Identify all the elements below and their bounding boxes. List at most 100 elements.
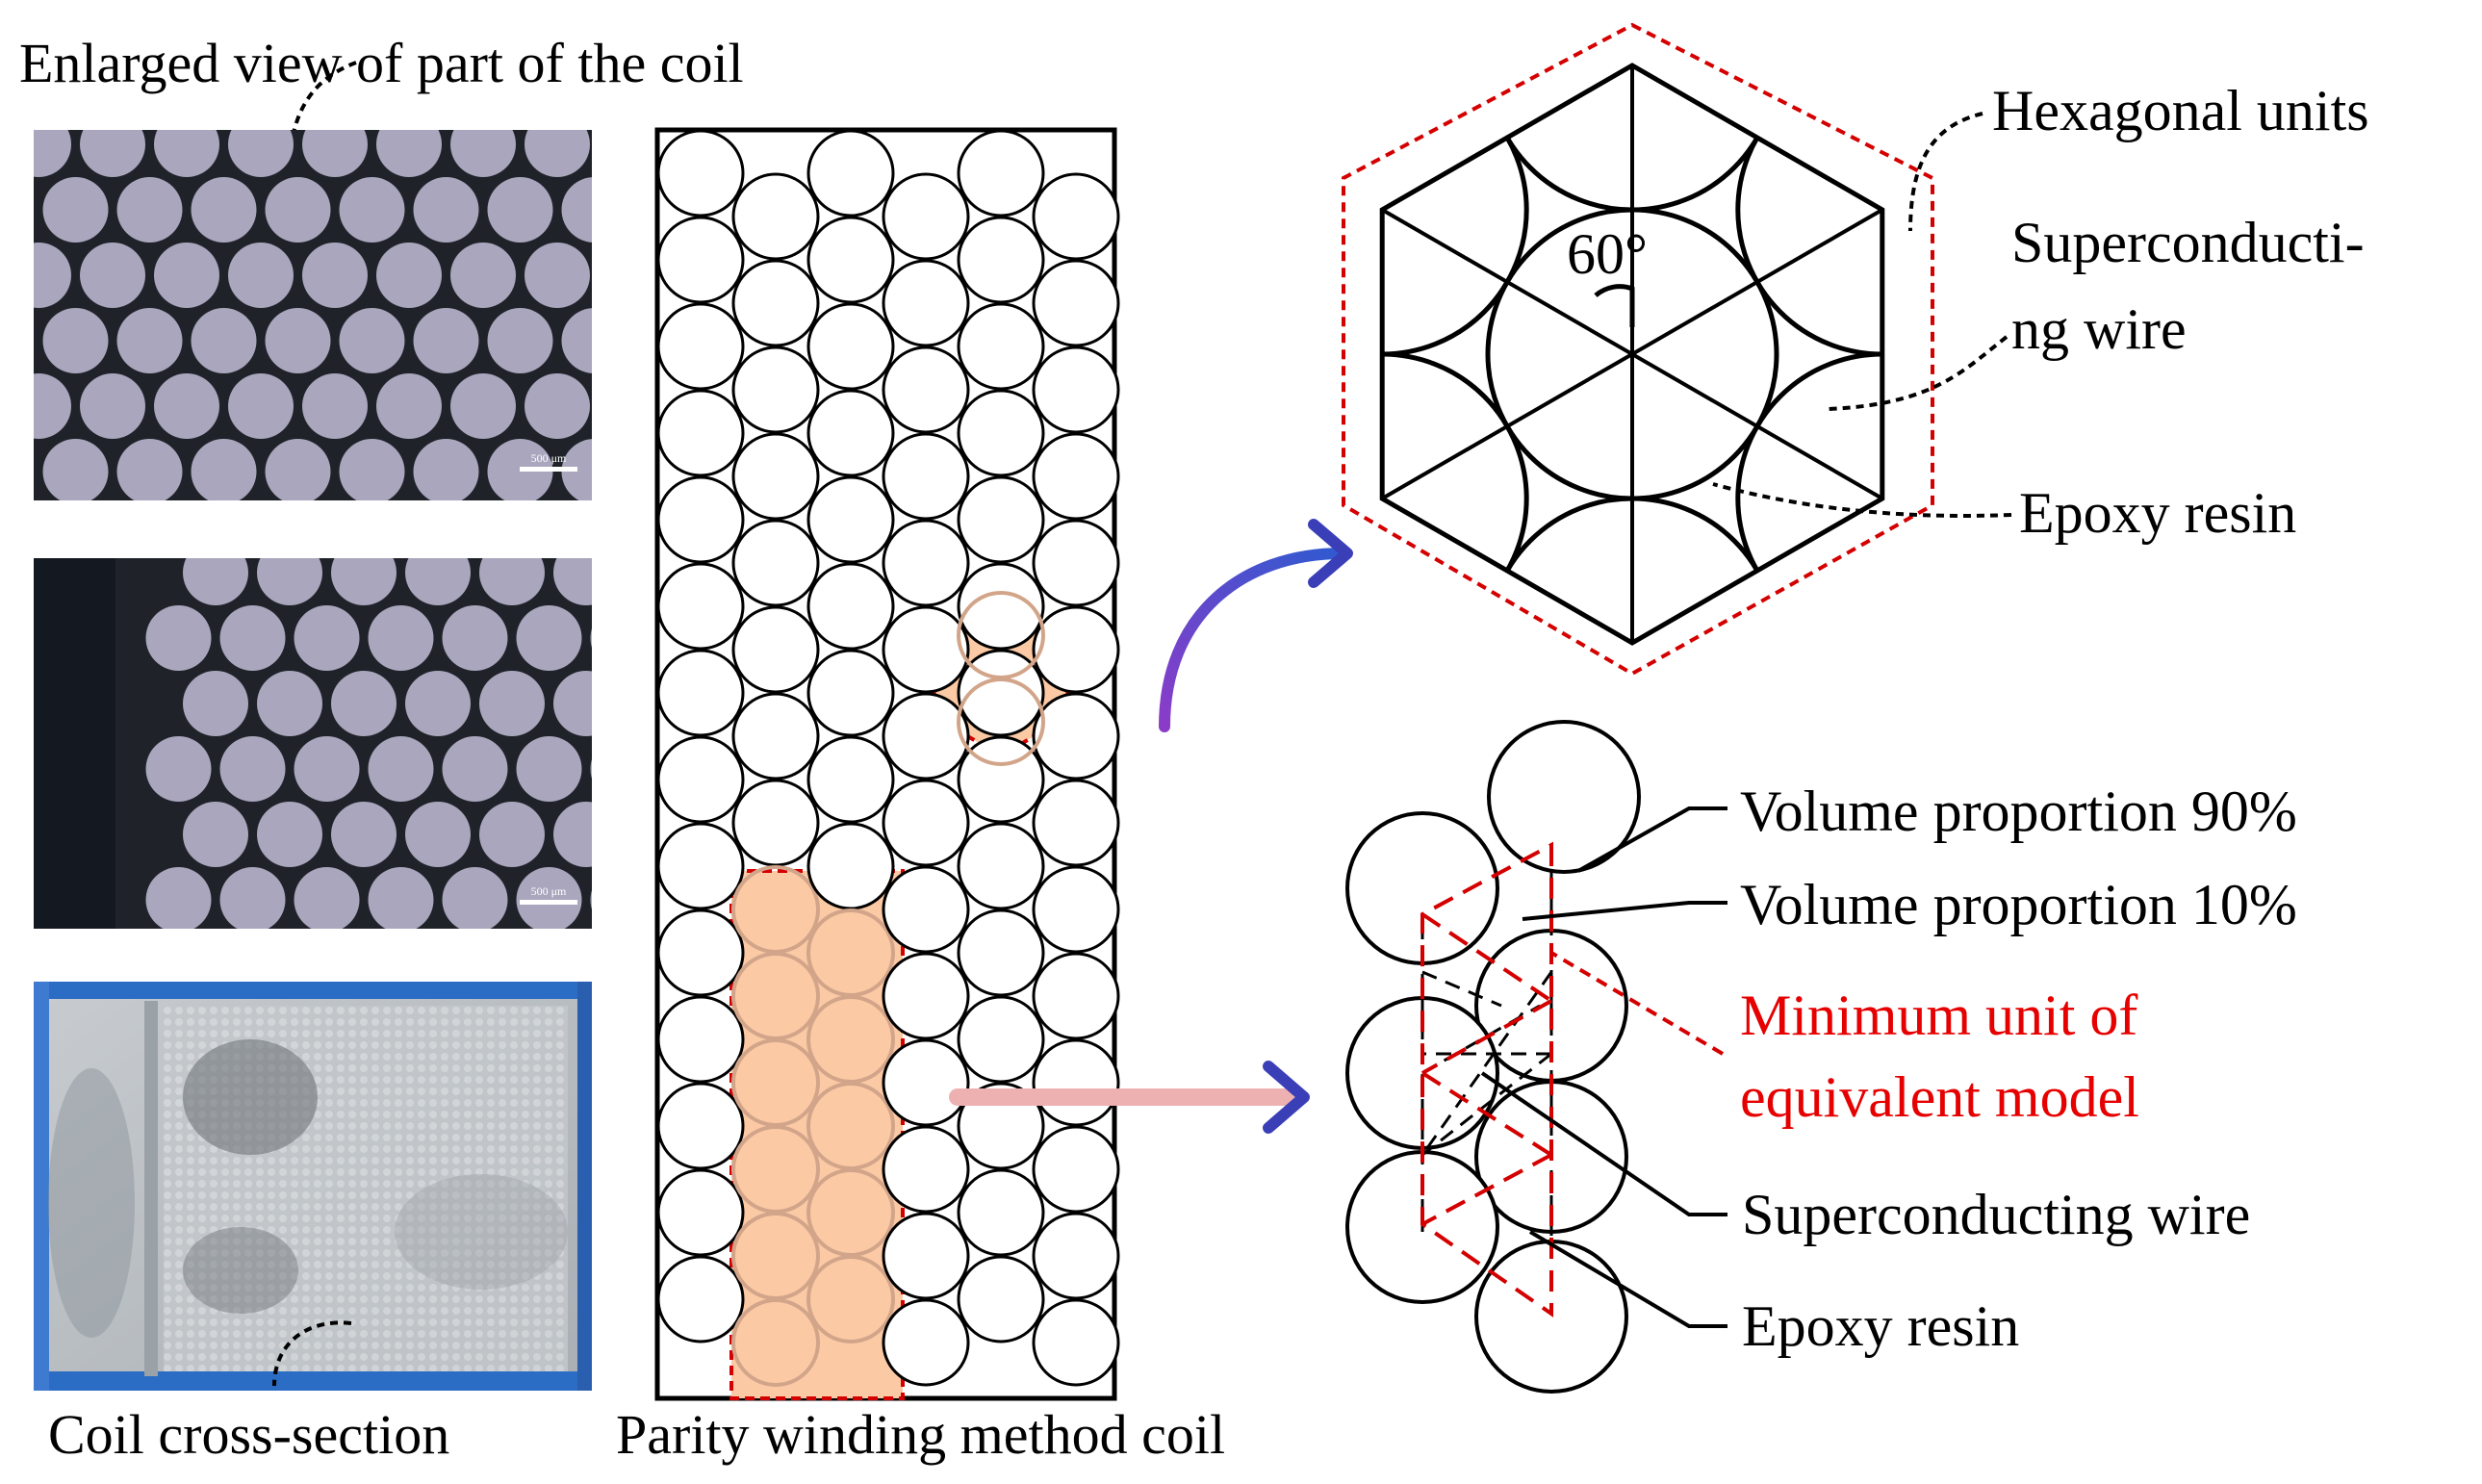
coil-wire xyxy=(731,259,820,347)
micro-wire xyxy=(590,890,592,909)
coil-wire xyxy=(656,475,745,564)
coil-wire xyxy=(731,519,820,607)
micro-wire xyxy=(294,867,360,929)
micro-wire xyxy=(183,802,248,867)
coil-wire xyxy=(1032,259,1120,347)
micro-wire xyxy=(487,177,553,243)
coil-wire xyxy=(957,216,1045,304)
micro-wire xyxy=(183,671,248,736)
micro-wire xyxy=(339,308,405,373)
parity-winding-coil xyxy=(654,127,1120,1401)
coil-wire xyxy=(957,822,1045,910)
micro-wire xyxy=(154,130,219,177)
coil-wire xyxy=(806,302,895,391)
micro-wire xyxy=(450,130,516,177)
sc-wire-label-bottom: Superconducting wire xyxy=(1742,1183,2250,1246)
micro-wire xyxy=(257,802,322,867)
volume-90-label: Volume proportion 90% xyxy=(1740,780,2297,843)
micro-wire xyxy=(302,243,368,308)
epoxy-label-bottom: Epoxy resin xyxy=(1742,1294,2019,1358)
micro-wire xyxy=(302,130,368,177)
micro-wire xyxy=(479,802,545,867)
micro-wire xyxy=(80,243,145,308)
coil-wire xyxy=(882,1125,970,1214)
volume-10-leader xyxy=(1522,901,1727,921)
coil-wire xyxy=(656,302,745,391)
coil-wire xyxy=(731,345,820,434)
hexagonal-unit: 60° xyxy=(1342,22,1934,677)
micro-wire xyxy=(479,671,545,736)
coil-wire xyxy=(731,172,820,261)
micro-wire xyxy=(265,177,331,243)
micro-wire xyxy=(116,439,183,500)
micro-wire xyxy=(525,243,590,308)
coil-wire xyxy=(731,605,820,694)
coil-wire xyxy=(731,432,820,521)
coil-wire xyxy=(957,562,1045,651)
coil-wire xyxy=(806,475,895,564)
coil-wire xyxy=(656,649,745,737)
micro-wire xyxy=(450,243,516,308)
micro-wire xyxy=(331,802,397,867)
micro-wire xyxy=(265,308,331,373)
coil-wire xyxy=(1032,692,1120,780)
coil-wire xyxy=(806,562,895,651)
micro-wire xyxy=(442,736,508,802)
coil-wire xyxy=(1032,1125,1120,1214)
sc-wire-label-line2: ng wire xyxy=(2011,297,2187,361)
micro-wire xyxy=(116,177,183,243)
coil-wire xyxy=(656,1168,745,1257)
coil-wire xyxy=(1032,605,1120,694)
coil-wire xyxy=(656,822,745,910)
coil-wire xyxy=(656,908,745,997)
micro-wire xyxy=(479,558,545,605)
coil-wires xyxy=(656,129,1120,1387)
coil-wire xyxy=(882,952,970,1040)
scale-bar-1-label: 500 μm xyxy=(531,451,567,465)
coil-wire xyxy=(806,1255,895,1343)
coil-wire xyxy=(656,129,745,217)
highlight-wire xyxy=(957,678,1045,766)
coil-wire xyxy=(656,562,745,651)
micro-wire xyxy=(413,439,479,500)
micro-wire xyxy=(599,373,664,439)
coil-wire xyxy=(957,129,1045,217)
micro-wire xyxy=(219,605,286,671)
arrow-to-hexagon xyxy=(1159,519,1353,732)
micro-wire xyxy=(183,558,248,605)
coil-wire xyxy=(957,1255,1045,1343)
micro-wire xyxy=(561,308,592,373)
arrow-to-min-unit xyxy=(949,1061,1310,1134)
highlight-rectangle xyxy=(729,869,905,1400)
micro-wire xyxy=(42,439,109,500)
micro-wire xyxy=(525,130,590,177)
micro-wire xyxy=(34,243,71,308)
coil-wire xyxy=(882,1038,970,1127)
coil-wire xyxy=(656,216,745,304)
coil-wire xyxy=(1032,172,1120,261)
coil-wire xyxy=(882,692,970,780)
coil-photo xyxy=(34,982,592,1391)
micro-wire xyxy=(516,736,582,802)
micro-wire xyxy=(368,605,434,671)
epoxy-leader-bottom xyxy=(1528,1230,1727,1328)
coil-wire xyxy=(882,1298,970,1387)
coil-wire xyxy=(731,692,820,780)
micro-wire xyxy=(145,867,212,929)
micro-wire xyxy=(405,671,471,736)
micro-wire xyxy=(219,736,286,802)
micro-wire xyxy=(42,308,109,373)
micro-wire xyxy=(487,308,553,373)
angle-marker xyxy=(1594,284,1635,327)
micro-wire xyxy=(413,308,479,373)
coil-wire xyxy=(882,779,970,867)
micro-wire xyxy=(80,130,145,177)
volume-10-label: Volume proportion 10% xyxy=(1740,873,2297,936)
micro-wire xyxy=(257,671,322,736)
micro-wire xyxy=(228,130,294,177)
coil-wire xyxy=(806,735,895,824)
micro-wire xyxy=(34,130,71,177)
micro-wire xyxy=(34,373,71,439)
coil-wire xyxy=(656,735,745,824)
